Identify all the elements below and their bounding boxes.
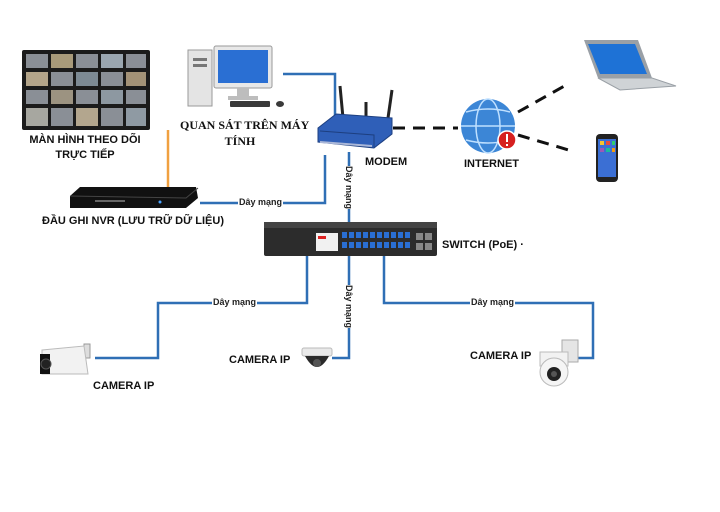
pc-label: QUAN SÁT TRÊN MÁY TÍNH [180,117,310,149]
camera-bullet-label: CAMERA IP [93,380,155,392]
cable-label-modem-switch: Dây mạng [343,166,355,210]
cable-label-switch-dome: Dây mạng [343,285,355,329]
globe-icon [461,98,517,154]
cctv-wall-monitor-icon [22,50,150,130]
dome-camera-icon [301,347,333,367]
camera-dome-label: CAMERA IP [229,354,291,366]
ptz-camera-icon [539,339,579,387]
bullet-camera-icon [40,343,91,375]
cable-label-switch-ptz: Dây mạng [470,297,516,307]
smartphone-icon [596,134,618,182]
modem-label: MODEM [365,156,408,168]
nvr-label: ĐẦU GHI NVR (LƯU TRỮ DỮ LIỆU) [42,215,224,227]
poe-switch-icon [264,222,437,256]
cable-label-switch-bullet: Dây mạng [212,297,258,307]
link-internet-phone [517,133,573,153]
laptop-icon [584,40,677,91]
pc-label-line2: TÍNH [224,134,256,148]
wifi-router-icon [317,85,394,149]
cable-switch-ptz [382,256,595,360]
nvr-recorder-icon [69,187,199,208]
camera-ptz-label: CAMERA IP [470,350,532,362]
monitor-label: MÀN HÌNH THEO DÕI TRỰC TIẾP [26,133,144,163]
monitor-label-line1: MÀN HÌNH THEO DÕI [29,134,141,146]
cable-pc-modem [283,72,337,115]
switch-label: SWITCH (PoE) · [442,239,524,251]
link-internet-laptop [517,82,569,114]
desktop-computer-icon [187,45,284,107]
cable-nvr-switch [200,155,327,205]
cable-label-nvr-switch: Dây mạng [238,197,284,207]
cable-switch-bullet [95,256,309,360]
monitor-label-line2: TRỰC TIẾP [55,149,115,161]
pc-label-line1: QUAN SÁT TRÊN MÁY [180,118,310,132]
internet-label: INTERNET [464,158,519,170]
